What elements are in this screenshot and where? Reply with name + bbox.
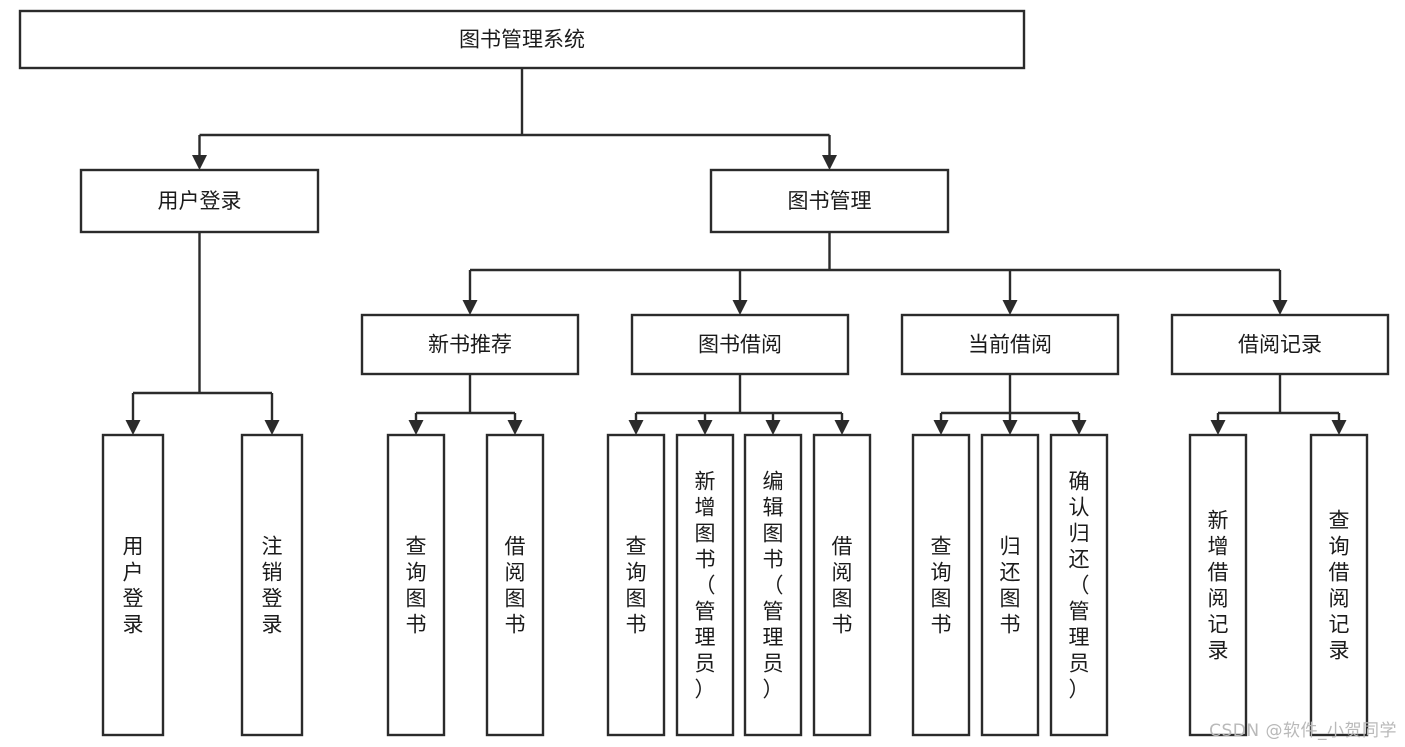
node-rec-borrow-book[interactable]: 借阅图书: [485, 433, 545, 737]
node-rec-add-record[interactable]: 新增借阅记录: [1188, 433, 1248, 737]
node-box: [606, 433, 666, 737]
node-box: [675, 433, 735, 737]
node-current-borrow[interactable]: 当前借阅: [900, 313, 1120, 376]
node-label: 新增图书（管理员）: [695, 469, 716, 701]
node-box: [911, 433, 971, 737]
node-book-borrow[interactable]: 图书借阅: [630, 313, 850, 376]
node-box: [79, 168, 320, 234]
arrow-head-icon: [732, 300, 748, 315]
node-borrow-query-book[interactable]: 查询图书: [606, 433, 666, 737]
arrow-head-icon: [462, 300, 478, 315]
node-box: [1309, 433, 1369, 737]
node-cur-return-book[interactable]: 归还图书: [980, 433, 1040, 737]
arrow-head-icon: [1272, 300, 1288, 315]
node-label: 注销登录: [262, 534, 283, 636]
arrow-head-icon: [933, 420, 949, 435]
node-label: 归还图书: [1000, 534, 1021, 636]
node-box: [1170, 313, 1390, 376]
arrow-head-icon: [1071, 420, 1087, 435]
node-box: [240, 433, 304, 737]
node-label: 新书推荐: [428, 333, 512, 357]
node-borrow-borrow-book[interactable]: 借阅图书: [812, 433, 872, 737]
arrow-head-icon: [125, 420, 141, 435]
node-label: 借阅记录: [1238, 333, 1322, 357]
node-book-manage[interactable]: 图书管理: [709, 168, 950, 234]
node-box: [18, 9, 1026, 70]
connector-layer: [125, 68, 1347, 435]
node-box: [743, 433, 803, 737]
node-label: 用户登录: [123, 534, 144, 636]
watermark-text: CSDN @软件_小贺同学: [1209, 721, 1397, 741]
node-borrow-record[interactable]: 借阅记录: [1170, 313, 1390, 376]
node-label: 新增借阅记录: [1208, 508, 1229, 662]
node-label: 图书借阅: [698, 333, 782, 357]
node-label: 查询图书: [626, 534, 647, 636]
node-box: [630, 313, 850, 376]
arrow-head-icon: [408, 420, 424, 435]
arrow-head-icon: [628, 420, 644, 435]
node-label: 图书管理系统: [459, 28, 585, 52]
node-box: [360, 313, 580, 376]
node-label: 图书管理: [788, 189, 872, 213]
arrow-head-icon: [1002, 300, 1018, 315]
node-user-login-do[interactable]: 用户登录: [101, 433, 165, 737]
arrow-head-icon: [765, 420, 781, 435]
node-label: 查询借阅记录: [1329, 508, 1350, 662]
node-box: [900, 313, 1120, 376]
node-box: [812, 433, 872, 737]
node-box: [709, 168, 950, 234]
node-box: [1188, 433, 1248, 737]
arrow-head-icon: [1331, 420, 1347, 435]
node-box: [485, 433, 545, 737]
arrow-head-icon: [507, 420, 523, 435]
arrow-head-icon: [822, 155, 837, 170]
arrow-head-icon: [192, 155, 207, 170]
node-label: 确认归还（管理员）: [1069, 469, 1090, 701]
node-label: 当前借阅: [968, 333, 1052, 357]
node-label: 借阅图书: [505, 534, 526, 636]
arrow-head-icon: [697, 420, 713, 435]
node-label: 编辑图书（管理员）: [763, 469, 784, 701]
node-box: [1049, 433, 1109, 737]
arrow-head-icon: [1210, 420, 1226, 435]
node-cur-confirm-return[interactable]: 确认归还（管理员）: [1049, 433, 1109, 737]
arrow-head-icon: [1002, 420, 1018, 435]
node-user-logout[interactable]: 注销登录: [240, 433, 304, 737]
node-new-book-recommend[interactable]: 新书推荐: [360, 313, 580, 376]
node-layer: 图书管理系统用户登录用户登录注销登录图书管理新书推荐查询图书借阅图书图书借阅查询…: [18, 9, 1390, 737]
node-rec-query-book[interactable]: 查询图书: [386, 433, 446, 737]
node-borrow-add-book[interactable]: 新增图书（管理员）: [675, 433, 735, 737]
node-label: 借阅图书: [832, 534, 853, 636]
node-box: [386, 433, 446, 737]
node-box: [980, 433, 1040, 737]
node-label: 查询图书: [931, 534, 952, 636]
node-label: 用户登录: [158, 189, 242, 213]
node-cur-query-book[interactable]: 查询图书: [911, 433, 971, 737]
arrow-head-icon: [834, 420, 850, 435]
node-rec-query-record[interactable]: 查询借阅记录: [1309, 433, 1369, 737]
node-user-login[interactable]: 用户登录: [79, 168, 320, 234]
arrow-head-icon: [264, 420, 280, 435]
node-label: 查询图书: [406, 534, 427, 636]
node-root[interactable]: 图书管理系统: [18, 9, 1026, 70]
node-box: [101, 433, 165, 737]
node-borrow-edit-book[interactable]: 编辑图书（管理员）: [743, 433, 803, 737]
